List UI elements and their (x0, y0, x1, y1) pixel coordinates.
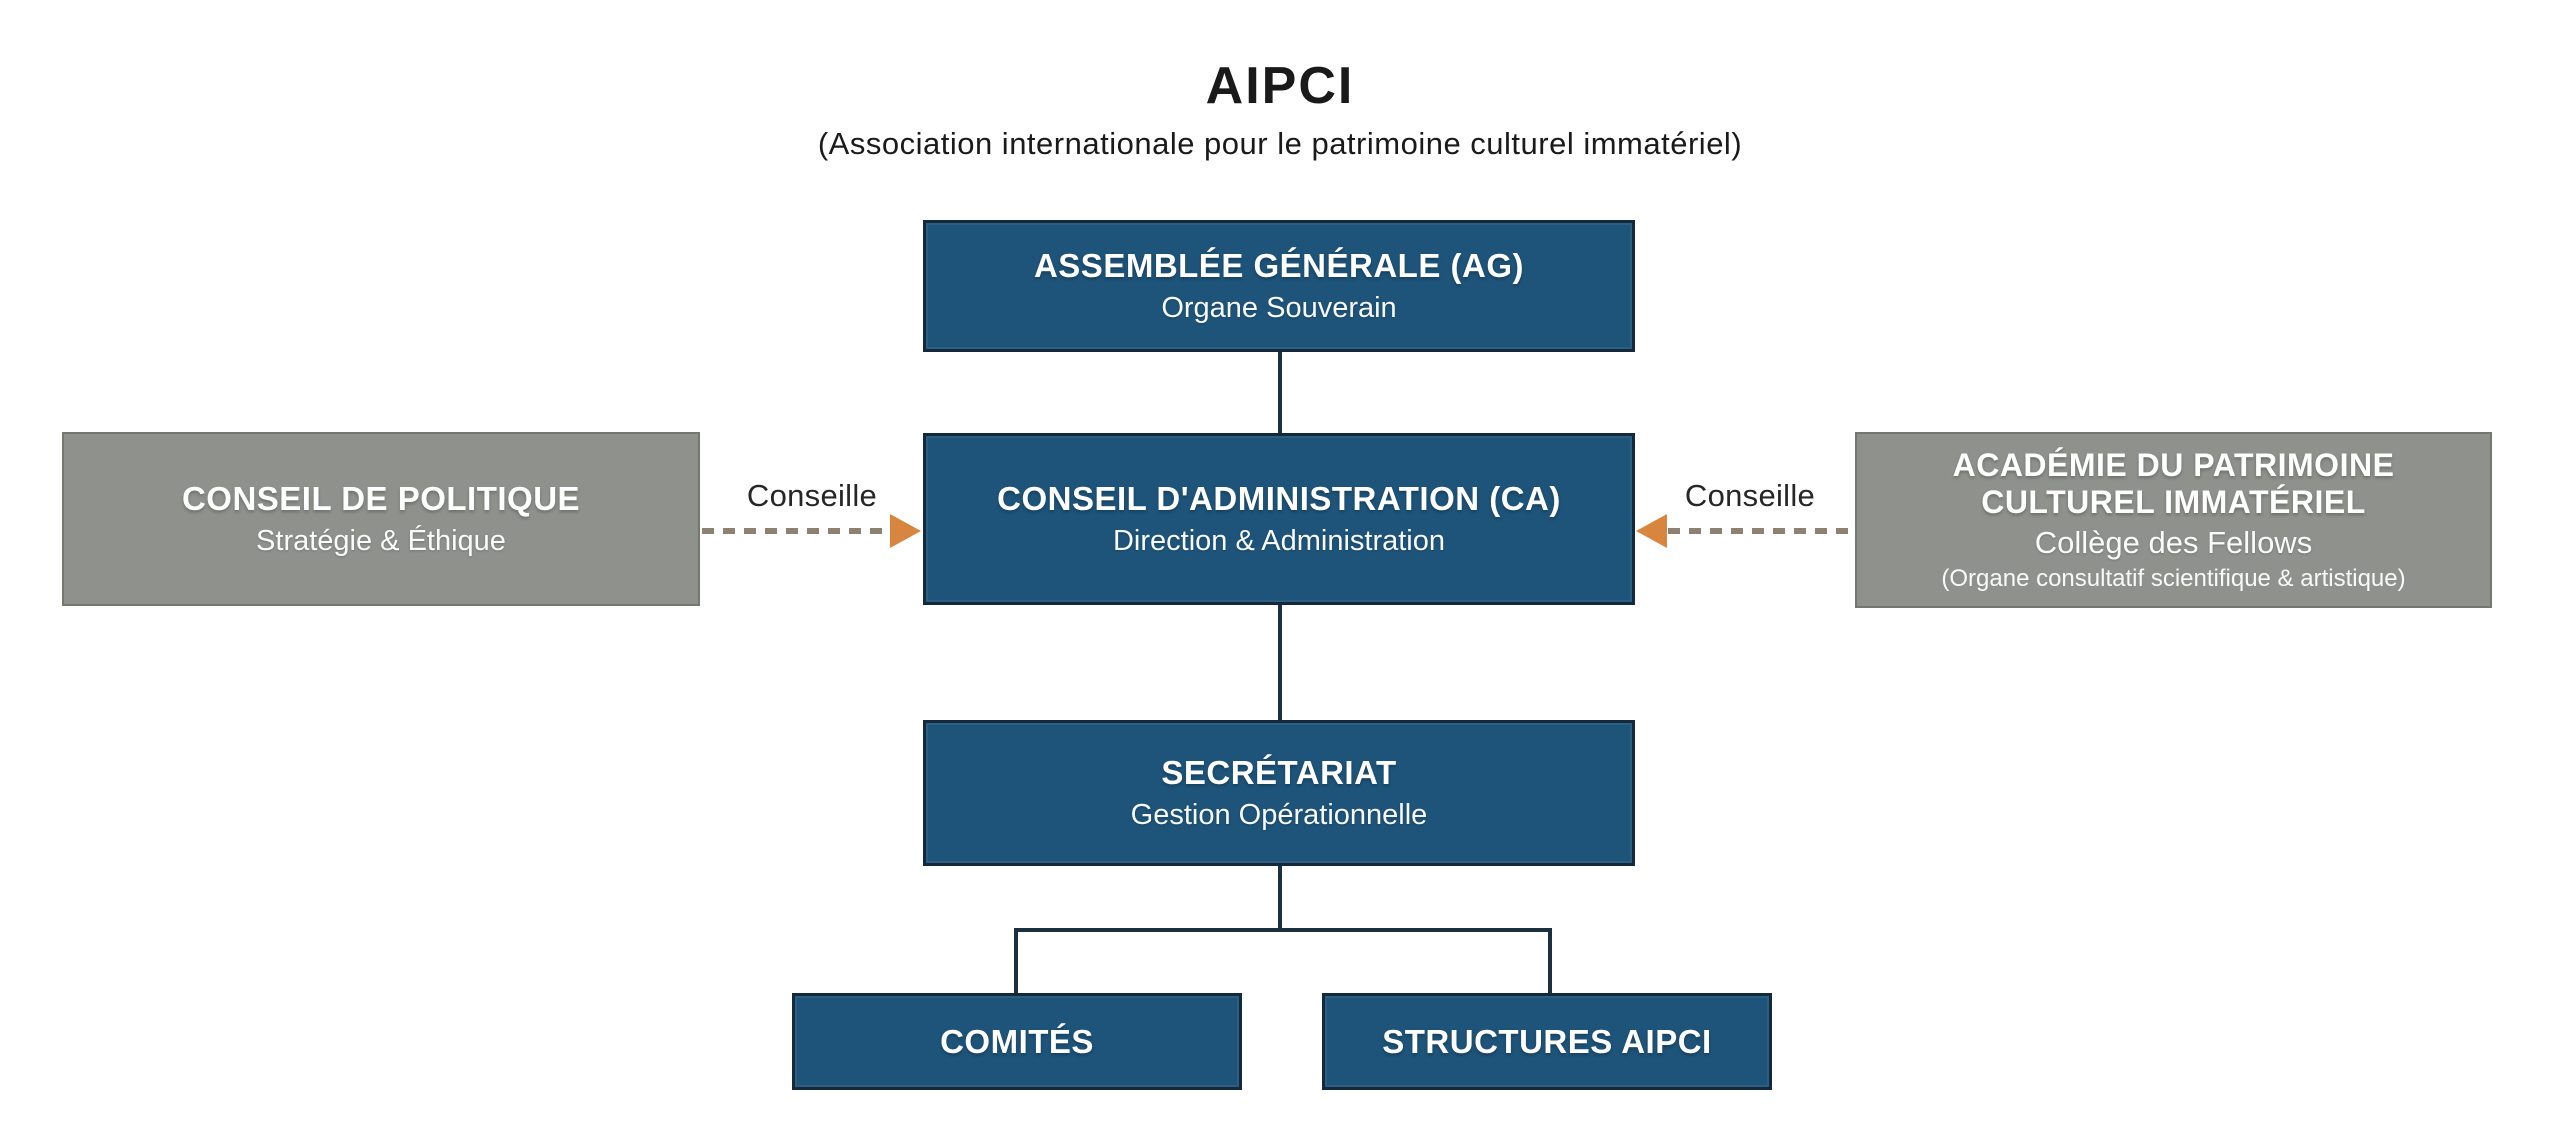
conseil-politique-box: CONSEIL DE POLITIQUE Stratégie & Éthique (62, 432, 700, 606)
conseil-politique-subtitle: Stratégie & Éthique (256, 525, 506, 558)
academie-box: ACADÉMIE DU PATRIMOINE CULTUREL IMMATÉRI… (1855, 432, 2492, 608)
conseille-dotted-line-left (702, 528, 890, 534)
conseil-administration-box: CONSEIL D'ADMINISTRATION (CA) Direction … (923, 433, 1635, 605)
secretariat-subtitle: Gestion Opérationnelle (1130, 799, 1428, 832)
academie-subtitle: Collège des Fellows (2034, 524, 2313, 560)
connector-branch-comites (1014, 928, 1018, 995)
assemblee-generale-title: ASSEMBLÉE GÉNÉRALE (AG) (1033, 246, 1525, 284)
secretariat-title: SECRÉTARIAT (1161, 753, 1397, 791)
comites-box: COMITÉS (792, 993, 1242, 1090)
structures-aipci-box: STRUCTURES AIPCI (1322, 993, 1772, 1090)
connector-ag-ca (1278, 350, 1282, 436)
structures-aipci-title: STRUCTURES AIPCI (1382, 1022, 1712, 1060)
academie-note: (Organe consultatif scientifique & artis… (1941, 564, 2406, 592)
assemblee-generale-box: ASSEMBLÉE GÉNÉRALE (AG) Organe Souverain (923, 220, 1635, 352)
connector-ca-secretariat (1278, 603, 1282, 724)
page-subtitle: (Association internationale pour le patr… (817, 126, 1743, 161)
conseille-label-left: Conseille (746, 478, 878, 513)
comites-title: COMITÉS (940, 1022, 1094, 1060)
connector-secretariat-branch (1278, 864, 1282, 932)
conseil-politique-title: CONSEIL DE POLITIQUE (181, 479, 581, 517)
arrow-head-right-icon (890, 514, 921, 548)
academie-title: ACADÉMIE DU PATRIMOINE CULTUREL IMMATÉRI… (1952, 447, 2395, 520)
conseil-administration-subtitle: Direction & Administration (1112, 525, 1446, 558)
connector-branch-horizontal (1014, 928, 1552, 932)
secretariat-box: SECRÉTARIAT Gestion Opérationnelle (923, 720, 1635, 866)
assemblee-generale-subtitle: Organe Souverain (1161, 292, 1397, 325)
connector-branch-structures (1548, 928, 1552, 995)
arrow-head-left-icon (1636, 514, 1667, 548)
conseil-administration-title: CONSEIL D'ADMINISTRATION (CA) (997, 479, 1561, 517)
conseille-dotted-line-right (1668, 528, 1852, 534)
chart-header: AIPCI (Association internationale pour l… (0, 56, 2560, 162)
conseille-label-right: Conseille (1684, 478, 1816, 513)
page-title: AIPCI (1205, 57, 1355, 115)
